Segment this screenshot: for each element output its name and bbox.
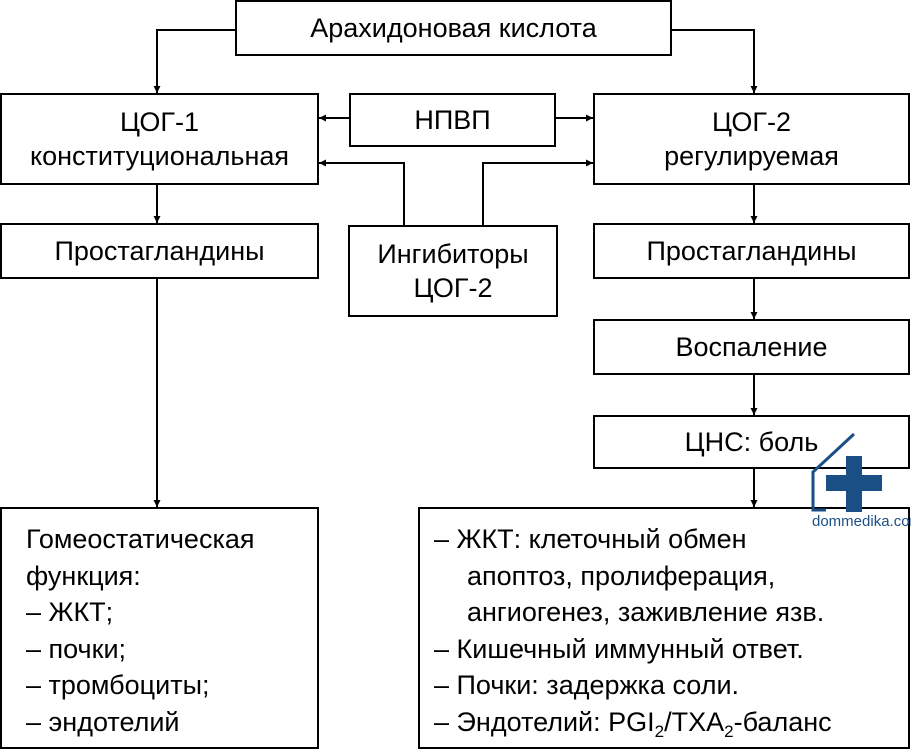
cox2-box: ЦОГ-2 регулируемая bbox=[593, 93, 910, 185]
homeostatic-item-kidneys: – почки; bbox=[26, 633, 127, 664]
homeostatic-heading-line2: функция: bbox=[26, 560, 141, 591]
inflammation-label: Воспаление bbox=[675, 332, 828, 362]
cox1-box: ЦОГ-1 конституциональная bbox=[0, 93, 319, 185]
homeostatic-item-endothelium: – эндотелий bbox=[26, 706, 180, 737]
homeostatic-function-box: Гомеостатическая функция: – ЖКТ; – почки… bbox=[0, 507, 319, 749]
nsaid-label: НПВП bbox=[414, 105, 491, 135]
cox2-inhibitors-line2: ЦОГ-2 bbox=[413, 273, 493, 303]
cox2-inhibitors-box: Ингибиторы ЦОГ-2 bbox=[348, 225, 558, 317]
endothelium-sub-txa: 2 bbox=[724, 721, 734, 741]
cox2-subtitle: регулируемая bbox=[664, 141, 839, 171]
arachidonic-acid-box: Арахидоновая кислота bbox=[235, 0, 672, 56]
effect-gi-line2: апоптоз, пролиферация, bbox=[467, 560, 776, 591]
cox1-title: ЦОГ-1 bbox=[119, 107, 199, 137]
homeostatic-item-platelets: – тромбоциты; bbox=[26, 670, 210, 700]
arrow-inhibitors-to-cox1 bbox=[319, 159, 405, 225]
effect-endothelium: – Эндотелий: PGI2/TXA2-баланс bbox=[434, 704, 832, 741]
watermark-text: dommedika.com bbox=[812, 513, 911, 530]
arrow-arachidonic-to-cox1 bbox=[153, 29, 235, 93]
prostaglandins-cox2-box: Простагландины bbox=[593, 223, 910, 279]
house-cross-icon bbox=[811, 432, 882, 512]
endothelium-sub-pgi: 2 bbox=[654, 721, 665, 741]
arrow-inhibitors-to-cox2 bbox=[482, 159, 593, 225]
homeostatic-item-gi: – ЖКТ; bbox=[26, 597, 114, 627]
endothelium-prefix: – Эндотелий: PGI bbox=[434, 706, 655, 737]
cox1-subtitle: конституциональная bbox=[29, 141, 290, 171]
nsaid-box: НПВП bbox=[349, 93, 556, 147]
effect-gi-line1: – ЖКТ: клеточный обмен bbox=[434, 524, 747, 554]
cox2-effects-box: – ЖКТ: клеточный обмен апоптоз, пролифер… bbox=[418, 507, 910, 749]
endothelium-mid: /TXA bbox=[664, 706, 725, 737]
cox2-title: ЦОГ-2 bbox=[711, 107, 791, 137]
effect-gi-line3: ангиогенез, заживление язв. bbox=[467, 597, 825, 627]
prostaglandins-cox1-label: Простагландины bbox=[54, 236, 265, 266]
cns-pain-label: ЦНС: боль bbox=[684, 427, 819, 457]
cox2-inhibitors-line1: Ингибиторы bbox=[377, 239, 529, 269]
arrow-arachidonic-to-cox2 bbox=[672, 29, 758, 93]
effect-kidney: – Почки: задержка соли. bbox=[434, 670, 740, 700]
arachidonic-acid-label: Арахидоновая кислота bbox=[310, 13, 597, 43]
prostaglandins-cox2-label: Простагландины bbox=[646, 236, 857, 266]
prostaglandins-cox1-box: Простагландины bbox=[0, 223, 319, 279]
effect-immune: – Кишечный иммунный ответ. bbox=[434, 633, 804, 664]
homeostatic-heading-line1: Гомеостатическая bbox=[26, 524, 255, 554]
endothelium-suffix: -баланс bbox=[733, 706, 832, 737]
inflammation-box: Воспаление bbox=[593, 319, 910, 375]
